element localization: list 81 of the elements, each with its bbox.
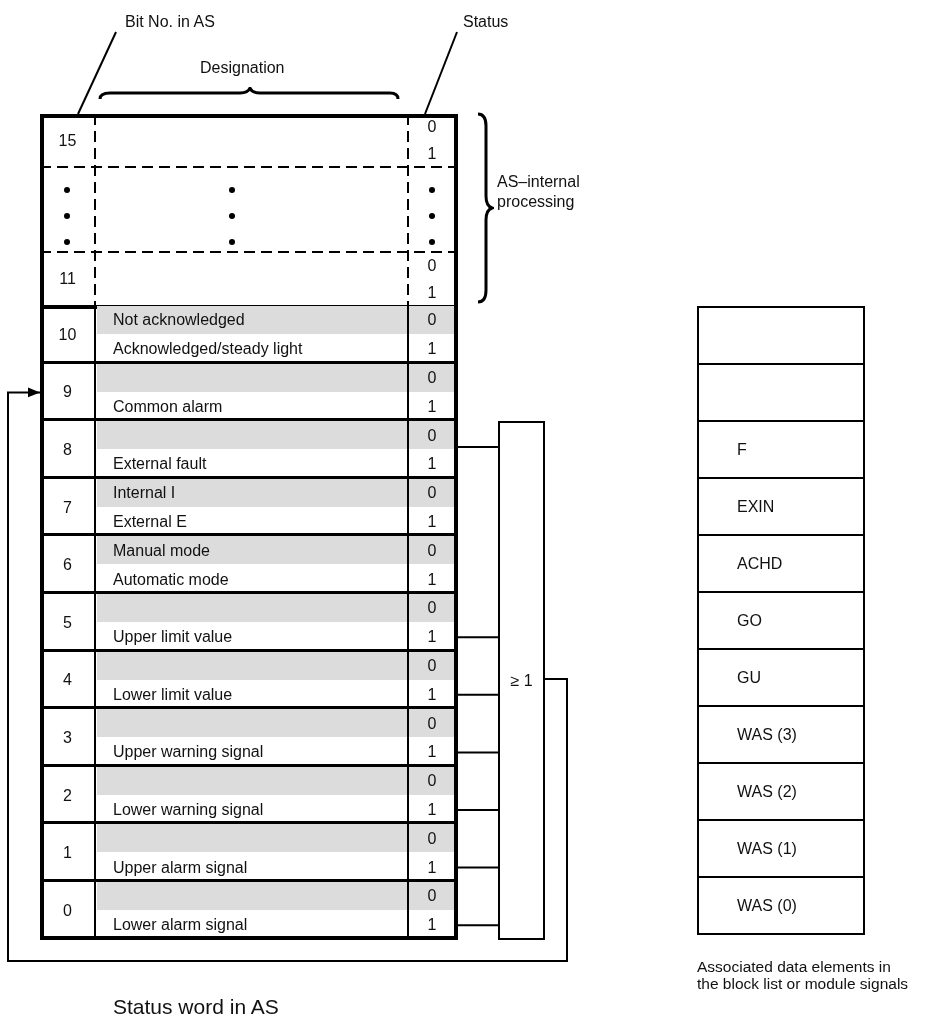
data-element-cell: GU <box>697 648 865 707</box>
data-element-cell: F <box>697 420 865 479</box>
data-element-cell: GO <box>697 591 865 650</box>
designation-text: Automatic mode <box>113 569 229 590</box>
bit-number: 6 <box>62 555 73 576</box>
connector-line <box>457 693 499 696</box>
status-value: 1 <box>426 396 438 417</box>
status-value: 0 <box>426 540 438 561</box>
status-value: 0 <box>426 117 438 138</box>
designation-text: Lower warning signal <box>113 800 264 820</box>
designation-text: Upper limit value <box>113 627 233 648</box>
connector-line <box>457 924 499 927</box>
section-label: AS–internal processing <box>497 172 581 212</box>
designation-text: External fault <box>113 454 207 475</box>
status-value: 0 <box>426 425 438 446</box>
status-value: 1 <box>426 143 438 164</box>
status-value: 0 <box>426 771 438 792</box>
bit-number: 10 <box>57 324 78 345</box>
designation-text: Acknowledged/steady light <box>113 339 303 360</box>
data-element-cell: WAS (1) <box>697 819 865 878</box>
bit-number: 9 <box>62 382 73 403</box>
connector-line <box>457 809 499 811</box>
status-value: 1 <box>426 627 438 648</box>
status-value: 0 <box>426 828 438 849</box>
arrow <box>7 387 568 962</box>
status-value: 1 <box>426 684 438 705</box>
bit-number: 11 <box>58 269 77 289</box>
status-value: 1 <box>426 742 438 763</box>
designation-text: Upper warning signal <box>113 742 264 763</box>
bit-number: 8 <box>62 440 73 460</box>
designation-text: Common alarm <box>113 396 223 417</box>
status-value: 0 <box>426 598 438 619</box>
bit-number: 1 <box>62 843 73 864</box>
designation-text: Upper alarm signal <box>113 857 248 878</box>
designation-text: Lower alarm signal <box>113 915 248 936</box>
status-value: 0 <box>426 886 438 907</box>
designation-text: Manual mode <box>113 540 210 561</box>
bit-number: 5 <box>62 612 73 633</box>
status-value: 0 <box>426 255 438 276</box>
status-value: 0 <box>426 368 438 388</box>
column-heading: Bit No. in AS <box>115 12 215 32</box>
column-heading: Status <box>456 12 509 32</box>
leader-line <box>77 31 117 115</box>
status-value: 1 <box>426 800 438 820</box>
bit-number: 7 <box>62 497 73 518</box>
data-element-cell <box>697 363 865 422</box>
section-label: Designation <box>200 58 285 78</box>
connector-line <box>457 636 499 639</box>
data-element-cell: ACHD <box>697 534 865 593</box>
designation-text: Not acknowledged <box>113 310 245 331</box>
status-value: 0 <box>426 656 438 676</box>
connector-line <box>457 446 499 449</box>
leader-line <box>424 31 458 115</box>
status-value: 1 <box>426 454 438 475</box>
connector-line <box>457 866 499 869</box>
bit-number: 0 <box>62 900 73 921</box>
bit-number: 3 <box>62 728 73 748</box>
bit-number: 15 <box>57 130 78 151</box>
bit-number: 4 <box>62 670 73 691</box>
data-element-cell: WAS (0) <box>697 876 865 935</box>
data-element-cell: WAS (3) <box>697 705 865 764</box>
data-element-cell <box>697 306 865 365</box>
status-value: 1 <box>426 282 438 303</box>
column-caption: Associated data elements in the block list or module signals <box>697 958 910 992</box>
status-value: 1 <box>426 339 438 360</box>
status-value: 0 <box>426 483 438 504</box>
designation-text: Lower limit value <box>113 684 233 705</box>
status-value: 1 <box>426 569 438 590</box>
designation-text: Internal I <box>113 483 176 504</box>
table-caption: Status word in AS <box>113 994 279 1020</box>
designation-text: External E <box>113 512 187 532</box>
status-value: 0 <box>426 310 438 331</box>
status-value: 1 <box>426 857 438 878</box>
bit-number: 2 <box>62 785 73 806</box>
status-value: 0 <box>426 713 438 734</box>
status-value: 1 <box>426 512 438 532</box>
data-element-cell: WAS (2) <box>697 762 865 821</box>
logic-gate-box: ≥ 1 <box>498 421 545 940</box>
status-value: 1 <box>426 915 438 936</box>
connector-line <box>457 751 499 754</box>
data-element-cell: EXIN <box>697 477 865 536</box>
